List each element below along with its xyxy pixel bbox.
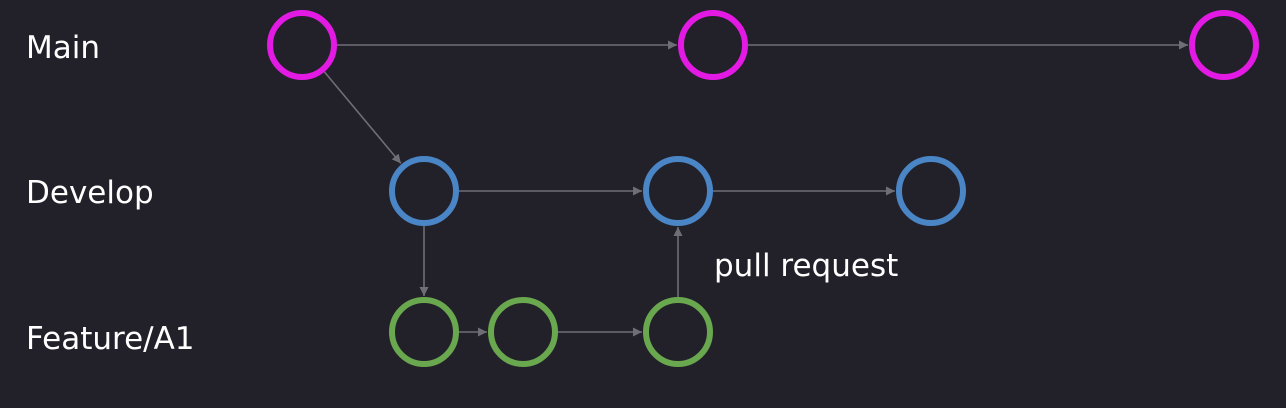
edges <box>323 40 1188 337</box>
pull-request-label: pull request <box>714 248 898 284</box>
commit-node-m1 <box>267 10 337 80</box>
commit-node-f3 <box>643 297 713 367</box>
commit-node-m2 <box>678 10 748 80</box>
edge-m1-d1 <box>323 71 402 164</box>
commits <box>267 10 1259 367</box>
commit-node-d3 <box>896 156 966 226</box>
commit-node-d1 <box>389 156 459 226</box>
branch-label-develop: Develop <box>26 175 154 211</box>
commit-node-f2 <box>488 297 558 367</box>
commit-node-m3 <box>1189 10 1259 80</box>
commit-node-f1 <box>389 297 459 367</box>
commit-node-d2 <box>643 156 713 226</box>
branch-label-feature: Feature/A1 <box>26 321 195 357</box>
branch-label-main: Main <box>26 30 100 66</box>
